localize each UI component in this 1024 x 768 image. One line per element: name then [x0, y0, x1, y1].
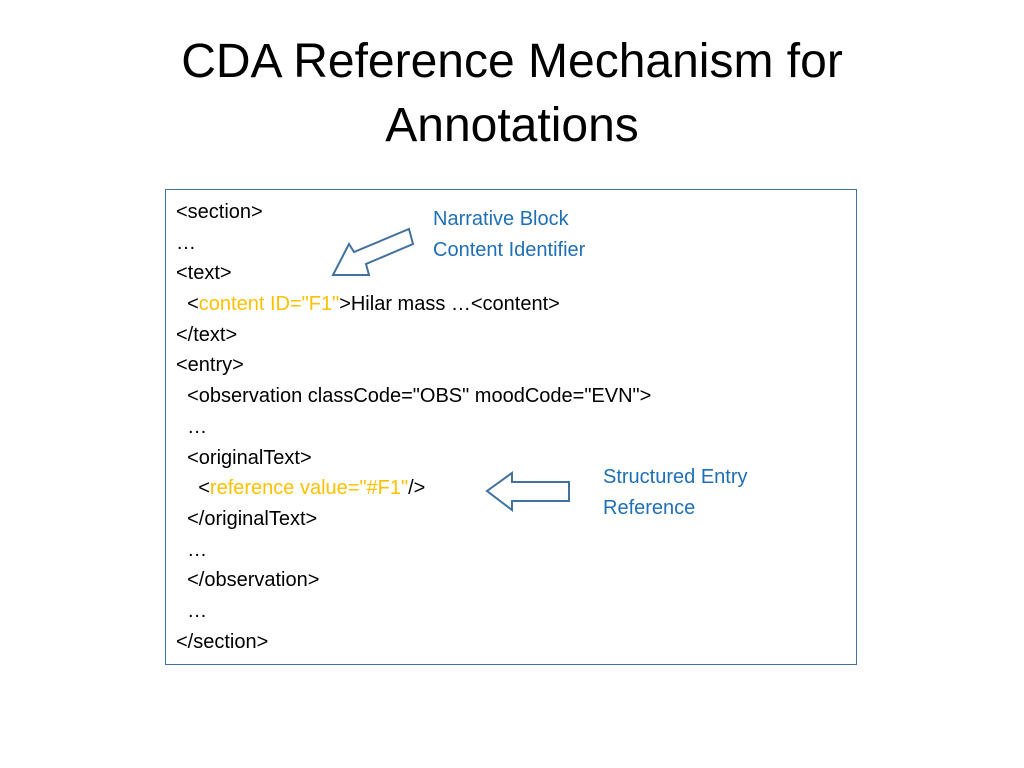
structured-entry-annotation: Structured Entry Reference: [603, 462, 748, 524]
code-line: <reference value="#F1"/>: [176, 473, 651, 504]
code-line: <observation classCode="OBS" moodCode="E…: [176, 385, 652, 408]
code-line: …: [176, 231, 196, 254]
annotation-line: Content Identifier: [433, 239, 586, 261]
annotation-line: Narrative Block: [433, 208, 569, 230]
code-line: </section>: [176, 630, 269, 653]
code-text: />: [408, 477, 426, 500]
code-line: <text>: [176, 262, 232, 285]
code-line: </text>: [176, 323, 238, 346]
code-line: <entry>: [176, 354, 244, 377]
reference-value-highlight: reference value="#F1": [209, 477, 409, 500]
code-line: </observation>: [176, 569, 320, 592]
arrow-left-icon: [485, 471, 570, 513]
code-line: <content ID="F1">Hilar mass …<content>: [176, 289, 651, 320]
code-line: <originalText>: [176, 446, 312, 469]
code-line: …: [176, 599, 208, 622]
slide-title: CDA Reference Mechanism for Annotations: [0, 30, 1024, 158]
narrative-block-annotation: Narrative Block Content Identifier: [433, 204, 585, 266]
code-line: …: [176, 415, 208, 438]
title-line-1: CDA Reference Mechanism for: [181, 35, 843, 88]
annotation-line: Reference: [603, 497, 696, 519]
annotation-line: Structured Entry: [603, 466, 748, 488]
code-listing: <section> … <text> <content ID="F1">Hila…: [176, 197, 651, 657]
title-line-2: Annotations: [385, 99, 639, 152]
code-line: <section>: [176, 201, 263, 223]
code-line: </originalText>: [176, 507, 318, 530]
code-text: <: [176, 293, 199, 316]
code-line: …: [176, 538, 208, 561]
code-box: [165, 189, 857, 665]
code-text: >Hilar mass …<content>: [339, 293, 560, 316]
arrow-down-left-icon: [331, 227, 415, 276]
content-id-highlight: content ID="F1": [198, 293, 340, 316]
code-text: <: [176, 477, 210, 500]
